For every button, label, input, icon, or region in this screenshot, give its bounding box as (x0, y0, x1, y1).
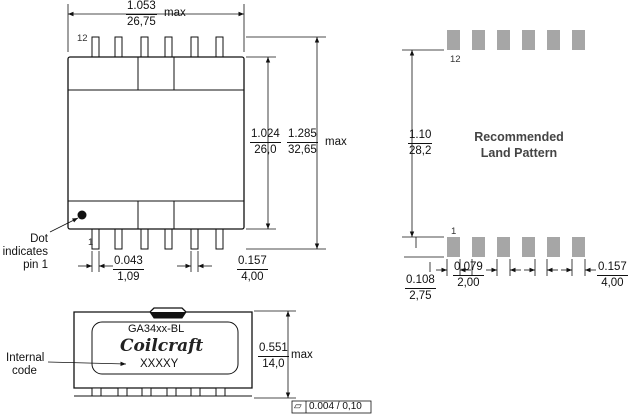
width-mm: 26,75 (127, 15, 156, 28)
land-length-dimension (404, 237, 444, 272)
dot-callout-line2: indicates (2, 245, 48, 258)
internal-code-callout: Internal code (6, 352, 44, 377)
land-span-label: 1.10 28,2 (408, 129, 433, 157)
internal-line1: Internal (6, 352, 45, 364)
land-span-mm: 28,2 (409, 144, 432, 157)
pitch-mm: 1,09 (117, 270, 140, 283)
land-pattern (447, 30, 585, 257)
pitch-label: 0.043 1,09 (113, 255, 144, 283)
inner-height-dimension (246, 56, 276, 230)
height-label: 0.551 14,0 (258, 342, 289, 370)
land-length-mm: 4,00 (601, 276, 624, 289)
width-max: max (164, 7, 186, 19)
pin-1-label: 1 (88, 237, 94, 248)
pitch-inch: 0.043 (113, 255, 144, 270)
pin1-dot (77, 210, 87, 220)
land-pitch-label: 0.079 2,00 (453, 261, 484, 289)
outer-height-inch: 1.285 (287, 128, 318, 143)
part-number-marking: GA34xx-BL (128, 323, 185, 335)
dot-leader (49, 217, 79, 233)
flatness-box (291, 400, 372, 414)
lead-width-mm: 4,00 (241, 270, 264, 283)
flatness-symbol: ▱ (294, 401, 302, 412)
internal-code-leader (47, 361, 127, 367)
bottom-leads (91, 228, 224, 250)
height-inch: 0.551 (258, 342, 289, 357)
width-label-group: 1.053 26,75 (126, 0, 157, 28)
inner-height-label: 1.024 26,0 (250, 128, 281, 156)
pitch-dimension (78, 251, 113, 272)
lead-width-label: 0.157 4,00 (237, 255, 268, 283)
internal-line2: code (12, 364, 37, 377)
outer-height-max: max (325, 136, 347, 148)
land-span-dimension (402, 49, 444, 238)
brand-marking: Coilcraft (120, 336, 204, 356)
dot-callout: Dot indicates pin 1 (2, 233, 48, 272)
height-mm: 14,0 (262, 357, 285, 370)
top-view (67, 36, 245, 250)
outer-height-label: 1.285 32,65 (287, 128, 318, 156)
height-dimension (254, 310, 296, 399)
land-pitch-mm: 2,00 (457, 276, 480, 289)
land-length-label: 0.157 4,00 (597, 261, 628, 289)
land-length-inch: 0.157 (597, 261, 628, 276)
recommended-title: Recommended Land Pattern (464, 130, 574, 161)
lead-width-inch: 0.157 (237, 255, 268, 270)
inner-height-inch: 1.024 (250, 128, 281, 143)
code-marking: XXXXY (140, 358, 179, 370)
land-width-inch: 0.108 (405, 274, 436, 289)
recommended-line1: Recommended (474, 130, 564, 144)
flatness-value: 0.004 / 0,10 (309, 401, 362, 412)
land-span-inch: 1.10 (408, 129, 433, 144)
dot-callout-line1: Dot (30, 233, 48, 245)
side-view (73, 307, 253, 397)
inner-height-mm: 26,0 (254, 143, 277, 156)
land-pin-12-label: 12 (450, 54, 461, 65)
land-width-mm: 2,75 (409, 289, 432, 302)
land-pitch-inch: 0.079 (453, 261, 484, 276)
width-inch: 1.053 (126, 0, 157, 15)
outer-height-dimension (246, 36, 326, 250)
component-body (67, 56, 245, 230)
recommended-line2: Land Pattern (480, 145, 558, 160)
land-pitch-dimension (436, 259, 596, 276)
land-pin-1-label: 1 (451, 226, 457, 237)
height-max: max (291, 349, 313, 361)
lead-width-dimension (177, 251, 212, 272)
dot-callout-line3: pin 1 (23, 258, 48, 271)
land-width-label: 0.108 2,75 (405, 274, 436, 302)
pin-12-label: 12 (77, 33, 88, 44)
outer-height-mm: 32,65 (288, 143, 317, 156)
top-leads (91, 36, 224, 58)
